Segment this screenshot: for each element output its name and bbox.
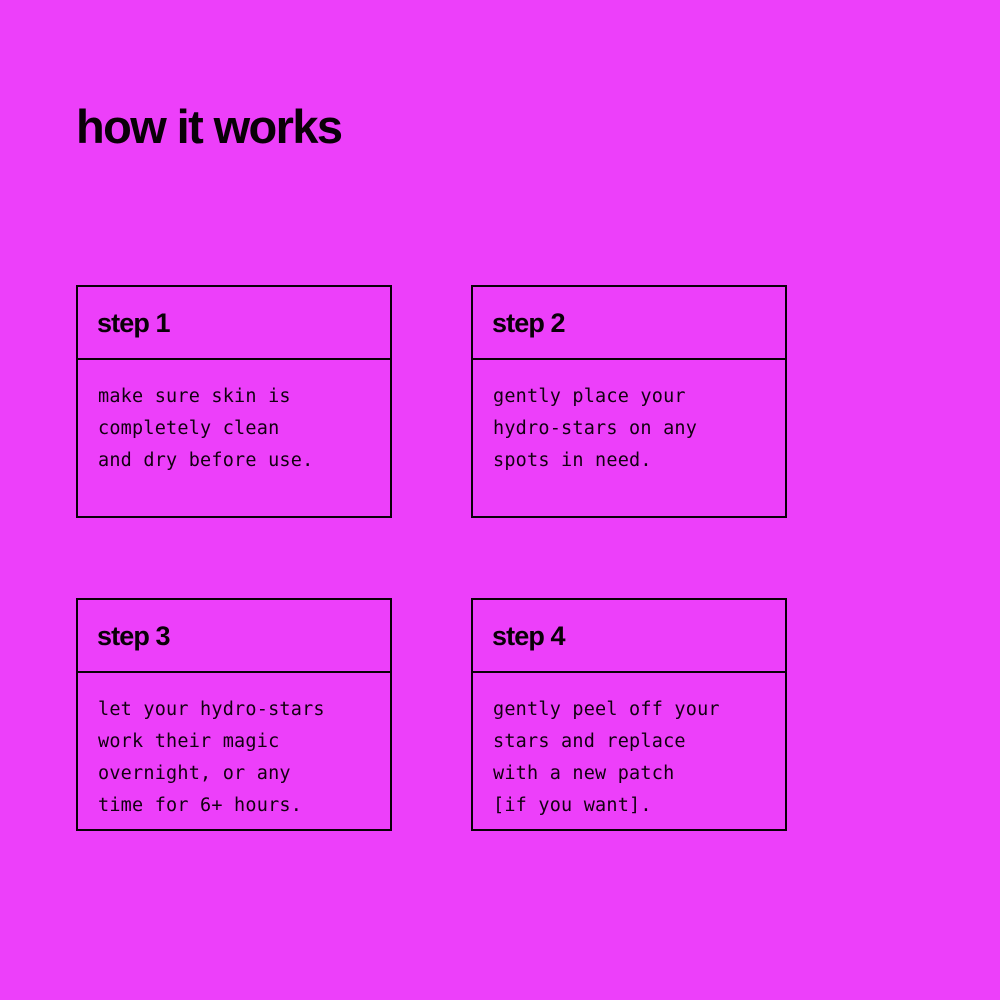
step-card-title-1: step 1 bbox=[97, 307, 171, 338]
step-card-title-3: step 3 bbox=[97, 620, 171, 651]
step-card-1: step 1 make sure skin is completely clea… bbox=[76, 285, 392, 518]
page-title: how it works bbox=[76, 100, 343, 153]
step-card-header-1: step 1 bbox=[78, 287, 390, 360]
step-card-header-4: step 4 bbox=[473, 600, 785, 673]
step-card-text-1: make sure skin is completely clean and d… bbox=[98, 386, 314, 471]
steps-grid: step 1 make sure skin is completely clea… bbox=[76, 285, 787, 831]
step-card-3: step 3 let your hydro-stars work their m… bbox=[76, 598, 392, 831]
step-card-body-1: make sure skin is completely clean and d… bbox=[78, 360, 390, 516]
step-card-body-3: let your hydro-stars work their magic ov… bbox=[78, 673, 390, 829]
step-card-title-2: step 2 bbox=[492, 307, 566, 338]
step-card-4: step 4 gently peel off your stars and re… bbox=[471, 598, 787, 831]
step-card-text-2: gently place your hydro-stars on any spo… bbox=[493, 386, 698, 471]
step-card-2: step 2 gently place your hydro-stars on … bbox=[471, 285, 787, 518]
step-card-header-3: step 3 bbox=[78, 600, 390, 673]
step-card-body-4: gently peel off your stars and replace w… bbox=[473, 673, 785, 829]
step-card-title-4: step 4 bbox=[492, 620, 566, 651]
step-card-header-2: step 2 bbox=[473, 287, 785, 360]
step-card-text-3: let your hydro-stars work their magic ov… bbox=[98, 699, 325, 816]
step-card-body-2: gently place your hydro-stars on any spo… bbox=[473, 360, 785, 516]
step-card-text-4: gently peel off your stars and replace w… bbox=[493, 699, 720, 816]
